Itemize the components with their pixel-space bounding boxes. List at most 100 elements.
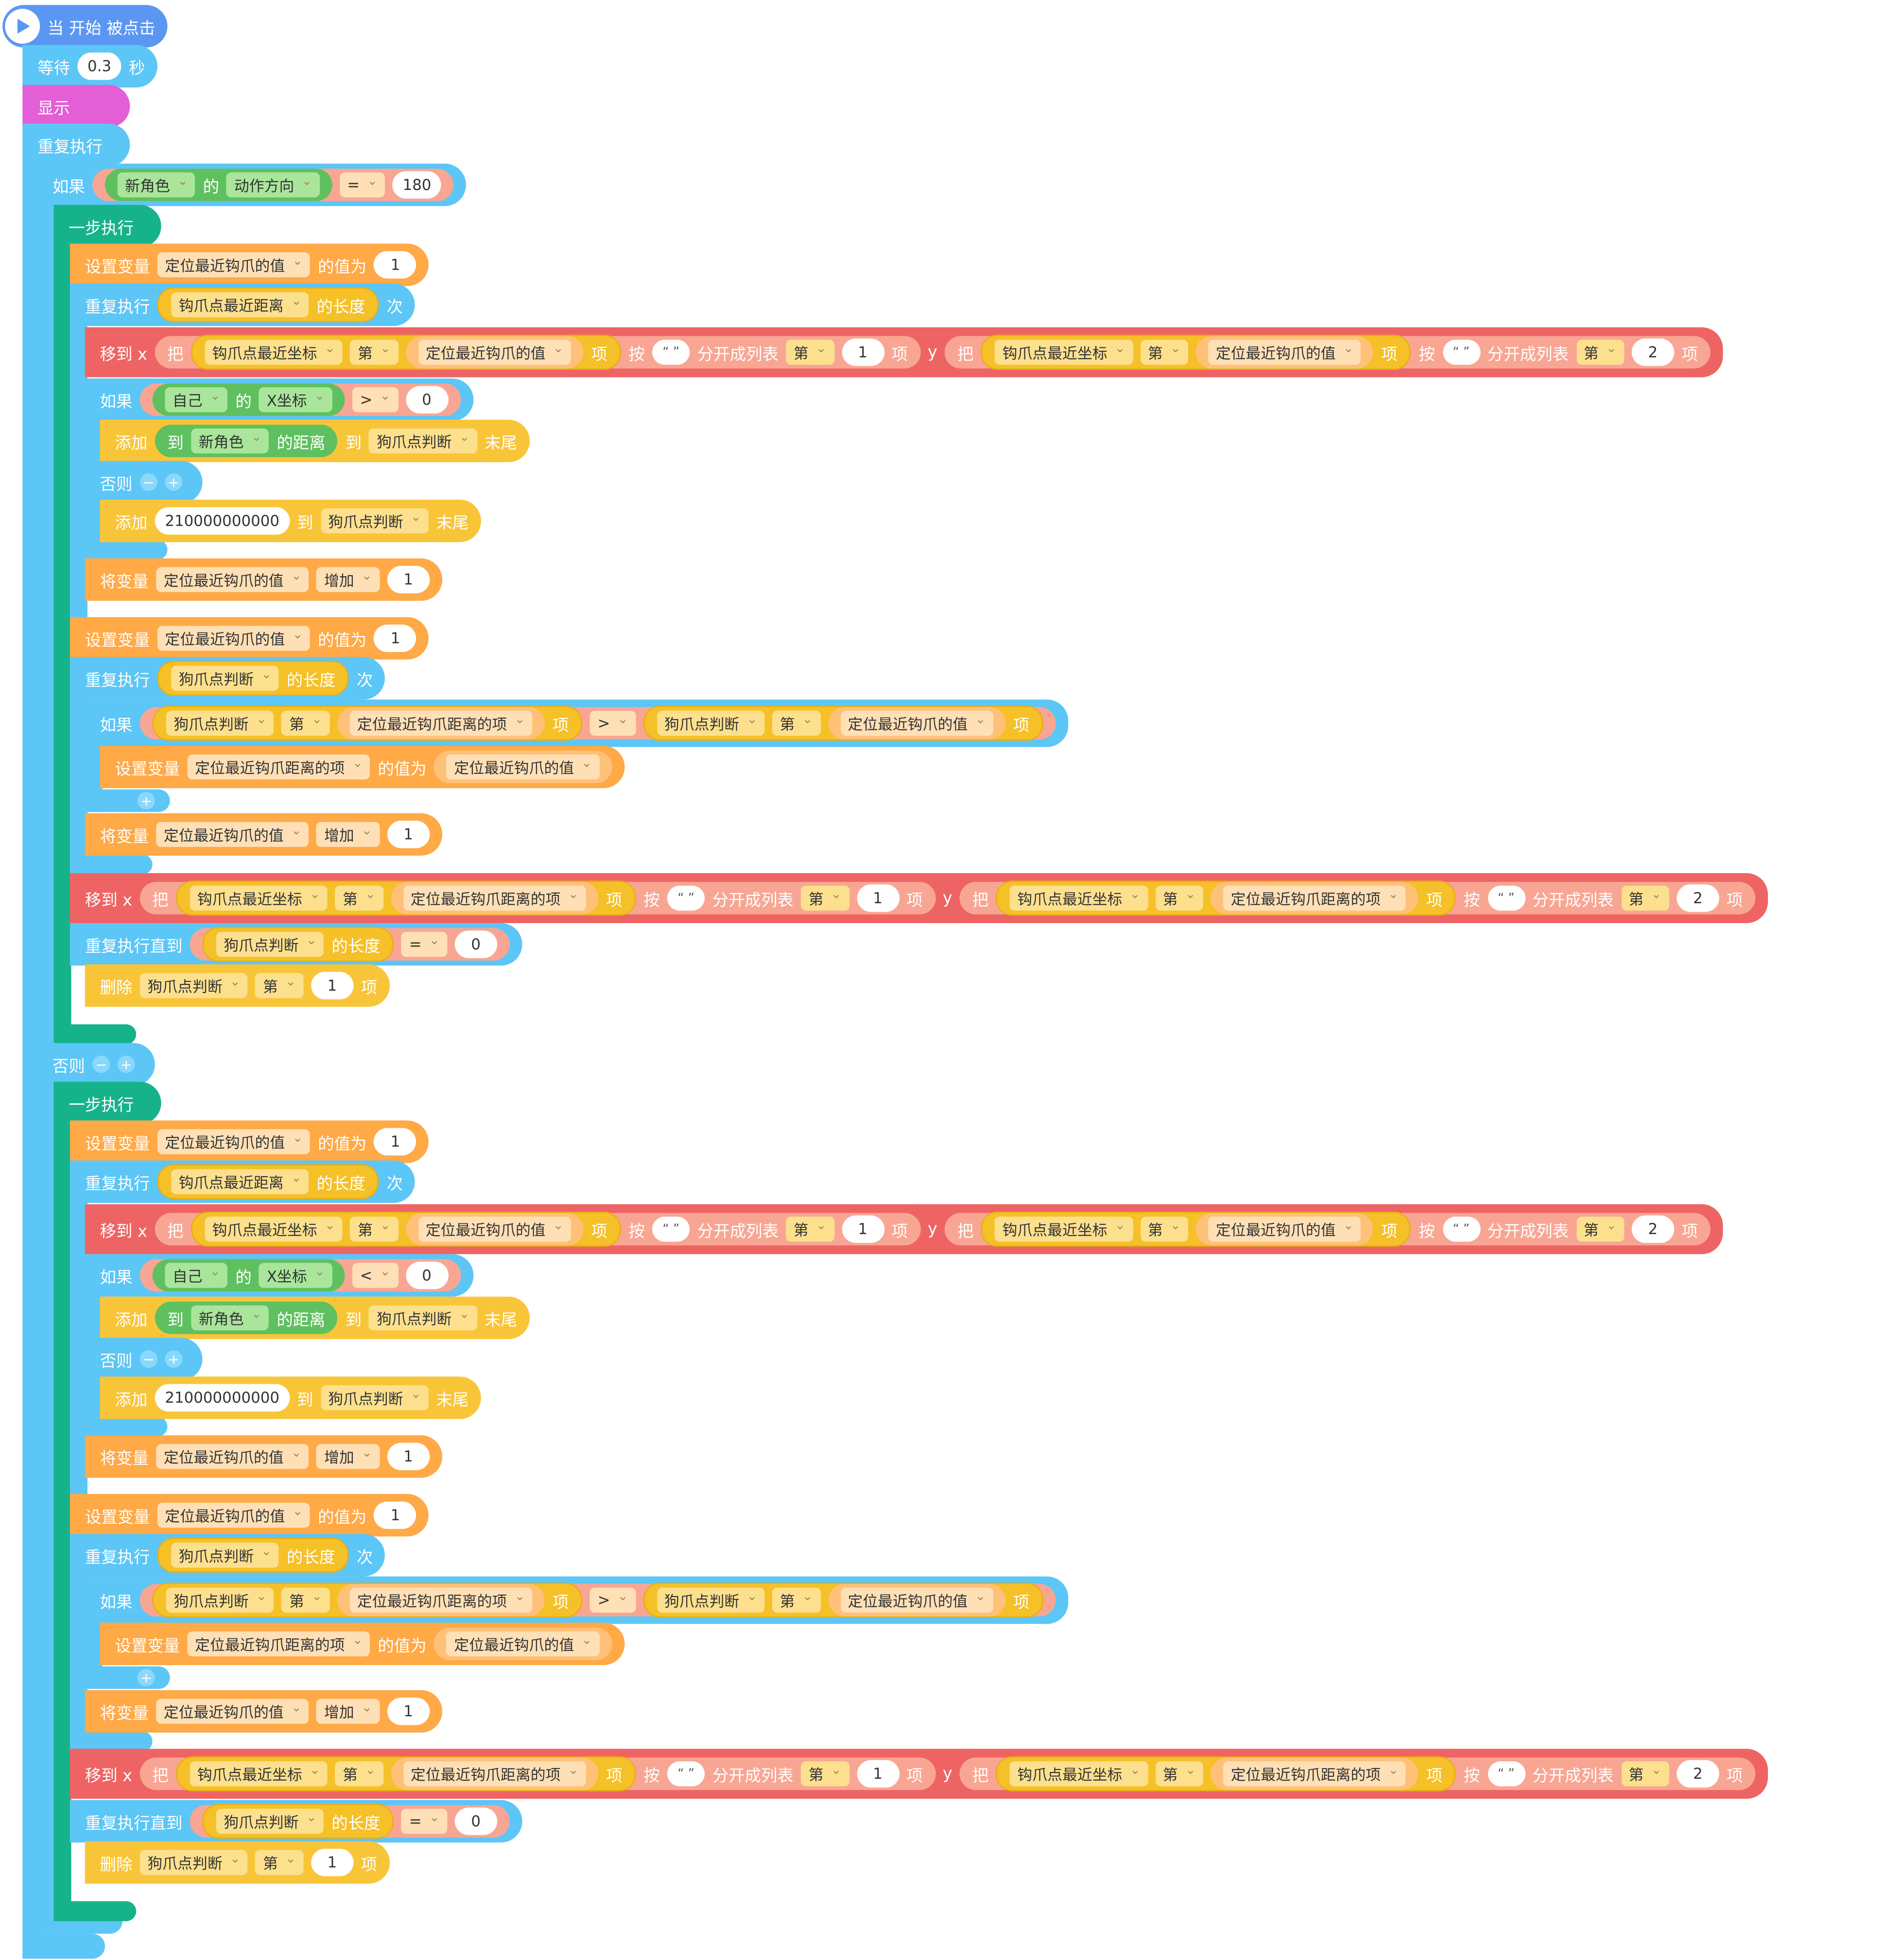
change-variable-block[interactable]: 将变量 定位最近钩爪的值 增加 1 [85, 1690, 442, 1733]
add-branch-button[interactable]: + [165, 1350, 183, 1368]
variable-reporter[interactable]: 定位最近钩爪的值 [1195, 1213, 1374, 1246]
variable-dropdown[interactable]: 定位最近钩爪的值 [157, 626, 311, 651]
add-to-list-block[interactable]: 添加 210000000000 到 狗爪点判断 末尾 [100, 1376, 482, 1419]
variable-dropdown[interactable]: 定位最近钩爪的值 [840, 710, 993, 736]
operator-dropdown[interactable]: < [352, 1263, 398, 1288]
list-dropdown[interactable]: 钩爪点最近坐标 [1010, 1761, 1148, 1787]
list-dropdown[interactable]: 狗爪点判断 [139, 973, 248, 998]
set-variable-block[interactable]: 设置变量 定位最近钩爪的值 的值为 1 [69, 243, 429, 286]
operator-dropdown[interactable]: > [590, 1587, 636, 1613]
mode-dropdown[interactable]: 增加 [316, 1699, 380, 1724]
operator-dropdown[interactable]: > [352, 387, 398, 412]
index-dropdown[interactable]: 第 [350, 340, 398, 365]
number-input[interactable]: 0 [405, 386, 448, 414]
index-dropdown[interactable]: 第 [786, 340, 834, 365]
mode-dropdown[interactable]: 增加 [316, 567, 380, 592]
property-dropdown[interactable]: X坐标 [259, 387, 333, 412]
list-item[interactable]: 钩爪点最近坐标 第 定位最近钩爪距离的项 项 [996, 1756, 1456, 1791]
index-dropdown[interactable]: 第 [786, 1217, 834, 1242]
repeat-until-block[interactable]: 重复执行直到 狗爪点判断 的长度 = 0 [69, 923, 522, 966]
list-item[interactable]: 钩爪点最近坐标 第 定位最近钩爪的值 项 [981, 1211, 1411, 1247]
list-dropdown[interactable]: 狗爪点判断 [369, 1305, 477, 1331]
if-block[interactable]: 如果 自己 的 X坐标 > 0 [85, 378, 473, 421]
add-branch-button[interactable]: + [165, 473, 183, 491]
add-to-list-block[interactable]: 添加 到 新角色 的距离 到 狗爪点判断 末尾 [100, 1296, 530, 1340]
index-dropdown[interactable]: 第 [255, 973, 304, 998]
list-dropdown[interactable]: 钩爪点最近距离 [171, 292, 310, 318]
variable-dropdown[interactable]: 定位最近钩爪的值 [446, 1631, 600, 1657]
sensing-property[interactable]: 自己 的 X坐标 [152, 1259, 345, 1292]
number-input[interactable]: 0 [454, 1807, 497, 1835]
delete-item-block[interactable]: 删除 狗爪点判断 第 1 项 [85, 964, 390, 1007]
number-input[interactable]: 2 [1677, 1760, 1719, 1788]
index-dropdown[interactable]: 第 [281, 1587, 330, 1613]
goto-xy-block[interactable]: 移到 x 把 钩爪点最近坐标 第 定位最近钩爪距离的项 项 按 “ ” 分开成列… [69, 1749, 1768, 1799]
variable-dropdown[interactable]: 定位最近钩爪距离的项 [1223, 1761, 1406, 1787]
number-input[interactable]: 1 [856, 884, 899, 912]
change-variable-block[interactable]: 将变量 定位最近钩爪的值 增加 1 [85, 1435, 442, 1478]
list-item[interactable]: 把 钩爪点最近坐标 第 定位最近钩爪距离的项 项 按 “ ” 分开成列表 第 2… [960, 880, 1756, 916]
variable-dropdown[interactable]: 定位最近钩爪的值 [840, 1587, 993, 1613]
variable-dropdown[interactable]: 定位最近钩爪的值 [156, 567, 310, 592]
set-variable-block[interactable]: 设置变量 定位最近钩爪距离的项 的值为 定位最近钩爪的值 [100, 745, 625, 789]
list-dropdown[interactable]: 钩爪点最近坐标 [995, 340, 1133, 365]
step-execute-block[interactable]: 一步执行 [53, 205, 161, 248]
list-item[interactable]: 狗爪点判断 第 定位最近钩爪距离的项 项 [152, 705, 583, 741]
variable-dropdown[interactable]: 定位最近钩爪距离的项 [1223, 885, 1406, 911]
list-dropdown[interactable]: 钩爪点最近坐标 [205, 1217, 343, 1242]
list-dropdown[interactable]: 狗爪点判断 [320, 1385, 429, 1410]
list-item[interactable]: 钩爪点最近坐标 第 定位最近钩爪的值 项 [190, 1211, 621, 1247]
number-input[interactable]: 1 [374, 624, 417, 653]
list-item[interactable]: 钩爪点最近坐标 第 定位最近钩爪距离的项 项 [996, 880, 1456, 916]
list-dropdown[interactable]: 钩爪点最近坐标 [1010, 885, 1148, 911]
variable-reporter[interactable]: 定位最近钩爪距离的项 [1211, 1757, 1419, 1790]
repeat-times-block[interactable]: 重复执行 狗爪点判断 的长度 次 [69, 657, 386, 700]
list-item[interactable]: 钩爪点最近坐标 第 定位最近钩爪的值 项 [190, 335, 621, 370]
variable-dropdown[interactable]: 定位最近钩爪距离的项 [349, 1587, 533, 1613]
if-block[interactable]: 如果 新角色 的 动作方向 = 180 [37, 163, 467, 206]
list-item[interactable]: 钩爪点最近坐标 第 定位最近钩爪的值 项 [981, 335, 1411, 370]
number-input[interactable]: 0 [405, 1261, 448, 1289]
variable-dropdown[interactable]: 定位最近钩爪的值 [156, 822, 310, 847]
number-input[interactable]: 1 [311, 1849, 354, 1876]
mode-dropdown[interactable]: 增加 [316, 822, 380, 847]
goto-xy-block[interactable]: 移到 x 把 钩爪点最近坐标 第 定位最近钩爪的值 项 按 “ ” 分开成列表 … [85, 327, 1723, 378]
list-dropdown[interactable]: 钩爪点最近坐标 [995, 1217, 1133, 1242]
when-start-clicked-hat[interactable]: 当 开始 被点击 [2, 5, 168, 48]
number-input[interactable]: 1 [387, 1697, 430, 1725]
if-block[interactable]: 如果 自己 的 X坐标 < 0 [85, 1254, 473, 1297]
list-dropdown[interactable]: 狗爪点判断 [216, 931, 324, 957]
distance-to[interactable]: 到 新角色 的距离 [155, 1301, 338, 1334]
index-dropdown[interactable]: 第 [801, 1761, 849, 1787]
operator-dropdown[interactable]: = [339, 172, 385, 198]
number-input[interactable]: 180 [393, 171, 442, 199]
number-input[interactable]: 1 [841, 1215, 884, 1243]
compare-operator[interactable]: 自己 的 X坐标 < 0 [139, 1259, 461, 1292]
list-item[interactable]: 把 钩爪点最近坐标 第 定位最近钩爪距离的项 项 按 “ ” 分开成列表 第 1… [139, 880, 935, 916]
if-block[interactable]: 如果 狗爪点判断 第 定位最近钩爪距离的项 项 > 狗爪点判断 第 定位最近钩爪… [85, 1576, 1069, 1624]
index-dropdown[interactable]: 第 [255, 1850, 304, 1875]
list-dropdown[interactable]: 狗爪点判断 [369, 428, 477, 454]
index-dropdown[interactable]: 第 [1140, 1217, 1189, 1242]
set-variable-block[interactable]: 设置变量 定位最近钩爪距离的项 的值为 定位最近钩爪的值 [100, 1622, 625, 1666]
set-variable-block[interactable]: 设置变量 定位最近钩爪的值 的值为 1 [69, 1120, 429, 1163]
remove-branch-button[interactable]: − [139, 1350, 157, 1368]
number-input[interactable]: 1 [374, 1128, 417, 1156]
variable-dropdown[interactable]: 定位最近钩爪的值 [157, 252, 311, 277]
variable-dropdown[interactable]: 定位最近钩爪的值 [446, 754, 600, 780]
remove-branch-button[interactable]: − [92, 1055, 110, 1073]
goto-xy-block[interactable]: 移到 x 把 钩爪点最近坐标 第 定位最近钩爪距离的项 项 按 “ ” 分开成列… [69, 873, 1768, 923]
variable-reporter[interactable]: 定位最近钩爪的值 [434, 1628, 612, 1660]
forever-block[interactable]: 重复执行 [22, 123, 130, 166]
list-item[interactable]: 狗爪点判断 第 定位最近钩爪距离的项 项 [152, 1582, 583, 1618]
list-item[interactable]: 钩爪点最近坐标 第 定位最近钩爪距离的项 项 [176, 880, 636, 916]
list-item[interactable]: 狗爪点判断 第 定位最近钩爪的值 项 [643, 705, 1043, 741]
list-length[interactable]: 狗爪点判断 的长度 [157, 661, 349, 696]
variable-reporter[interactable]: 定位最近钩爪的值 [434, 751, 612, 784]
variable-reporter[interactable]: 定位最近钩爪距离的项 [390, 882, 599, 914]
index-dropdown[interactable]: 第 [801, 885, 849, 911]
operator-dropdown[interactable]: = [401, 1808, 448, 1834]
variable-dropdown[interactable]: 定位最近钩爪的值 [1208, 1217, 1362, 1242]
index-dropdown[interactable]: 第 [350, 1217, 398, 1242]
repeat-times-block[interactable]: 重复执行 钩爪点最近距离 的长度 次 [69, 283, 415, 326]
